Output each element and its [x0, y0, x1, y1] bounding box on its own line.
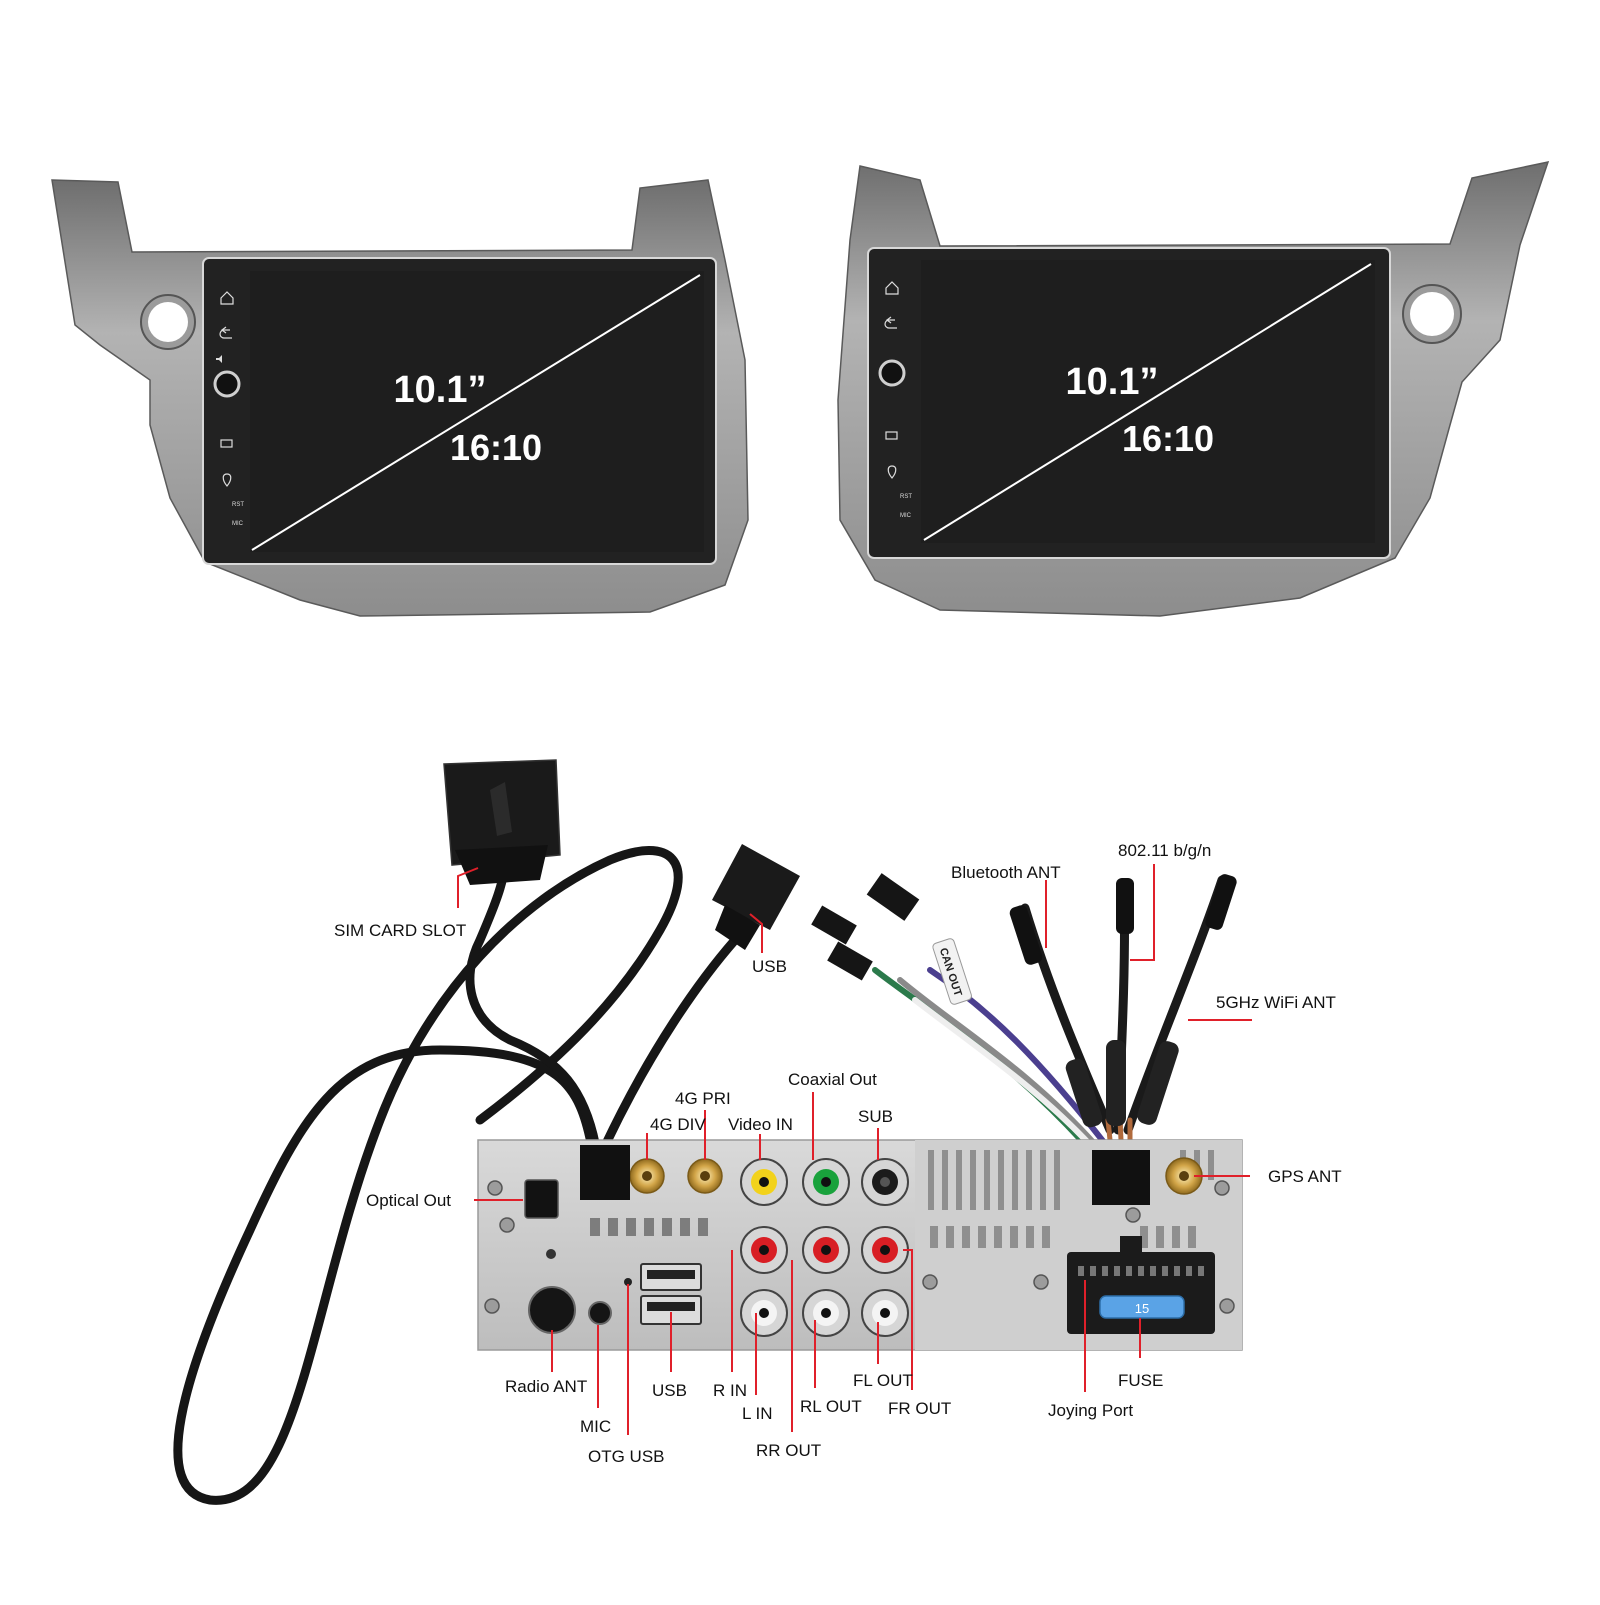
- label-coaxial-out: Coaxial Out: [788, 1070, 877, 1089]
- fuse-rating: 15: [1135, 1301, 1149, 1316]
- label-usb-bottom: USB: [652, 1381, 687, 1400]
- callout-labels: SIM CARD SLOT USB Bluetooth ANT 802.11 b…: [334, 841, 1342, 1466]
- optical-out-port[interactable]: [524, 1179, 559, 1219]
- label-mic: MIC: [580, 1417, 611, 1436]
- aspect-ratio-left: 16:10: [450, 427, 542, 468]
- volume-icon: [216, 355, 222, 363]
- sim-cable: [465, 855, 601, 1153]
- rst-label-left: RST: [232, 502, 244, 508]
- label-wifi-standard: 802.11 b/g/n: [1118, 841, 1211, 860]
- fuse[interactable]: [1099, 1295, 1185, 1319]
- heatsink-fins: [928, 1150, 1214, 1248]
- home-icon[interactable]: [220, 291, 234, 305]
- vent-hole-right: [1410, 292, 1454, 336]
- screen-diagonal-left: [251, 274, 701, 551]
- label-fuse: FUSE: [1118, 1371, 1163, 1390]
- wire-gray: [897, 977, 1103, 1153]
- label-l-in: L IN: [742, 1404, 773, 1423]
- label-radio-ant: Radio ANT: [505, 1377, 587, 1396]
- aspect-ratio-right: 16:10: [1122, 418, 1214, 459]
- rca-row-bottom: [740, 1289, 909, 1337]
- location-icon[interactable]: [887, 465, 897, 479]
- label-5ghz-wifi-ant: 5GHz WiFi ANT: [1216, 993, 1336, 1012]
- antenna-cable-loop: [173, 846, 683, 1505]
- label-joying-port: Joying Port: [1048, 1401, 1133, 1420]
- wire-strain-relief: [1092, 1150, 1150, 1205]
- nav-icon[interactable]: [220, 439, 233, 448]
- screen-diagonal-right: [923, 263, 1372, 541]
- label-sim-card-slot: SIM CARD SLOT: [334, 921, 466, 940]
- can-out-tag: CAN OUT: [932, 938, 972, 1005]
- usb-cable: [599, 935, 740, 1153]
- label-rl-out: RL OUT: [800, 1397, 862, 1416]
- screen-size-right: 10.1”: [1066, 361, 1159, 403]
- label-otg-usb: OTG USB: [588, 1447, 665, 1466]
- chassis-screws: [484, 1180, 1235, 1314]
- label-rr-out: RR OUT: [756, 1441, 821, 1460]
- volume-knob-right[interactable]: [878, 359, 906, 387]
- label-fr-out: FR OUT: [888, 1399, 951, 1418]
- back-icon[interactable]: [219, 326, 232, 339]
- cable-strain-relief: [580, 1145, 630, 1200]
- mic-label-right: MIC: [900, 513, 912, 519]
- label-usb-top: USB: [752, 957, 787, 976]
- mic-jack[interactable]: [588, 1301, 612, 1325]
- volume-knob-left[interactable]: [213, 370, 241, 398]
- rst-label-right: RST: [900, 494, 912, 500]
- nav-icon[interactable]: [885, 431, 898, 440]
- side-controls-left: RST MIC: [213, 291, 244, 527]
- sim-card-holder: [443, 759, 561, 885]
- location-icon[interactable]: [222, 473, 232, 487]
- label-sub: SUB: [858, 1107, 893, 1126]
- label-fl-out: FL OUT: [853, 1371, 913, 1390]
- rca-row-top: [740, 1158, 909, 1206]
- label-4g-div: 4G DIV: [650, 1115, 706, 1134]
- vent-slots-left: [590, 1218, 708, 1236]
- antenna-tips: [1009, 874, 1237, 1128]
- radio-ant-port[interactable]: [528, 1286, 576, 1334]
- label-video-in: Video IN: [728, 1115, 793, 1134]
- rca-row-middle: [740, 1226, 909, 1274]
- back-icon[interactable]: [884, 316, 897, 329]
- leader-lines: [457, 864, 1252, 1435]
- label-gps-ant: GPS ANT: [1268, 1167, 1342, 1186]
- chassis: 15: [477, 1139, 1243, 1351]
- label-r-in: R IN: [713, 1381, 747, 1400]
- usb-connector-top: [712, 844, 800, 950]
- head-unit-left: 10.1” 16:10 RST MIC: [51, 179, 749, 617]
- wire-white: [912, 997, 1098, 1153]
- head-unit-right: 10.1” 16:10 RST MIC: [837, 160, 1550, 617]
- otg-usb-dot: [624, 1278, 632, 1286]
- side-controls-right: RST MIC: [878, 281, 912, 519]
- label-4g-pri: 4G PRI: [675, 1089, 731, 1108]
- label-optical-out: Optical Out: [366, 1191, 451, 1210]
- label-bluetooth-ant: Bluetooth ANT: [951, 863, 1061, 882]
- home-icon[interactable]: [885, 281, 899, 295]
- wire-connectors: [811, 873, 920, 981]
- mic-label-left: MIC: [232, 521, 244, 527]
- chassis-dot: [546, 1249, 556, 1259]
- vent-hole-left: [148, 302, 188, 342]
- screen-size-left: 10.1”: [394, 369, 487, 411]
